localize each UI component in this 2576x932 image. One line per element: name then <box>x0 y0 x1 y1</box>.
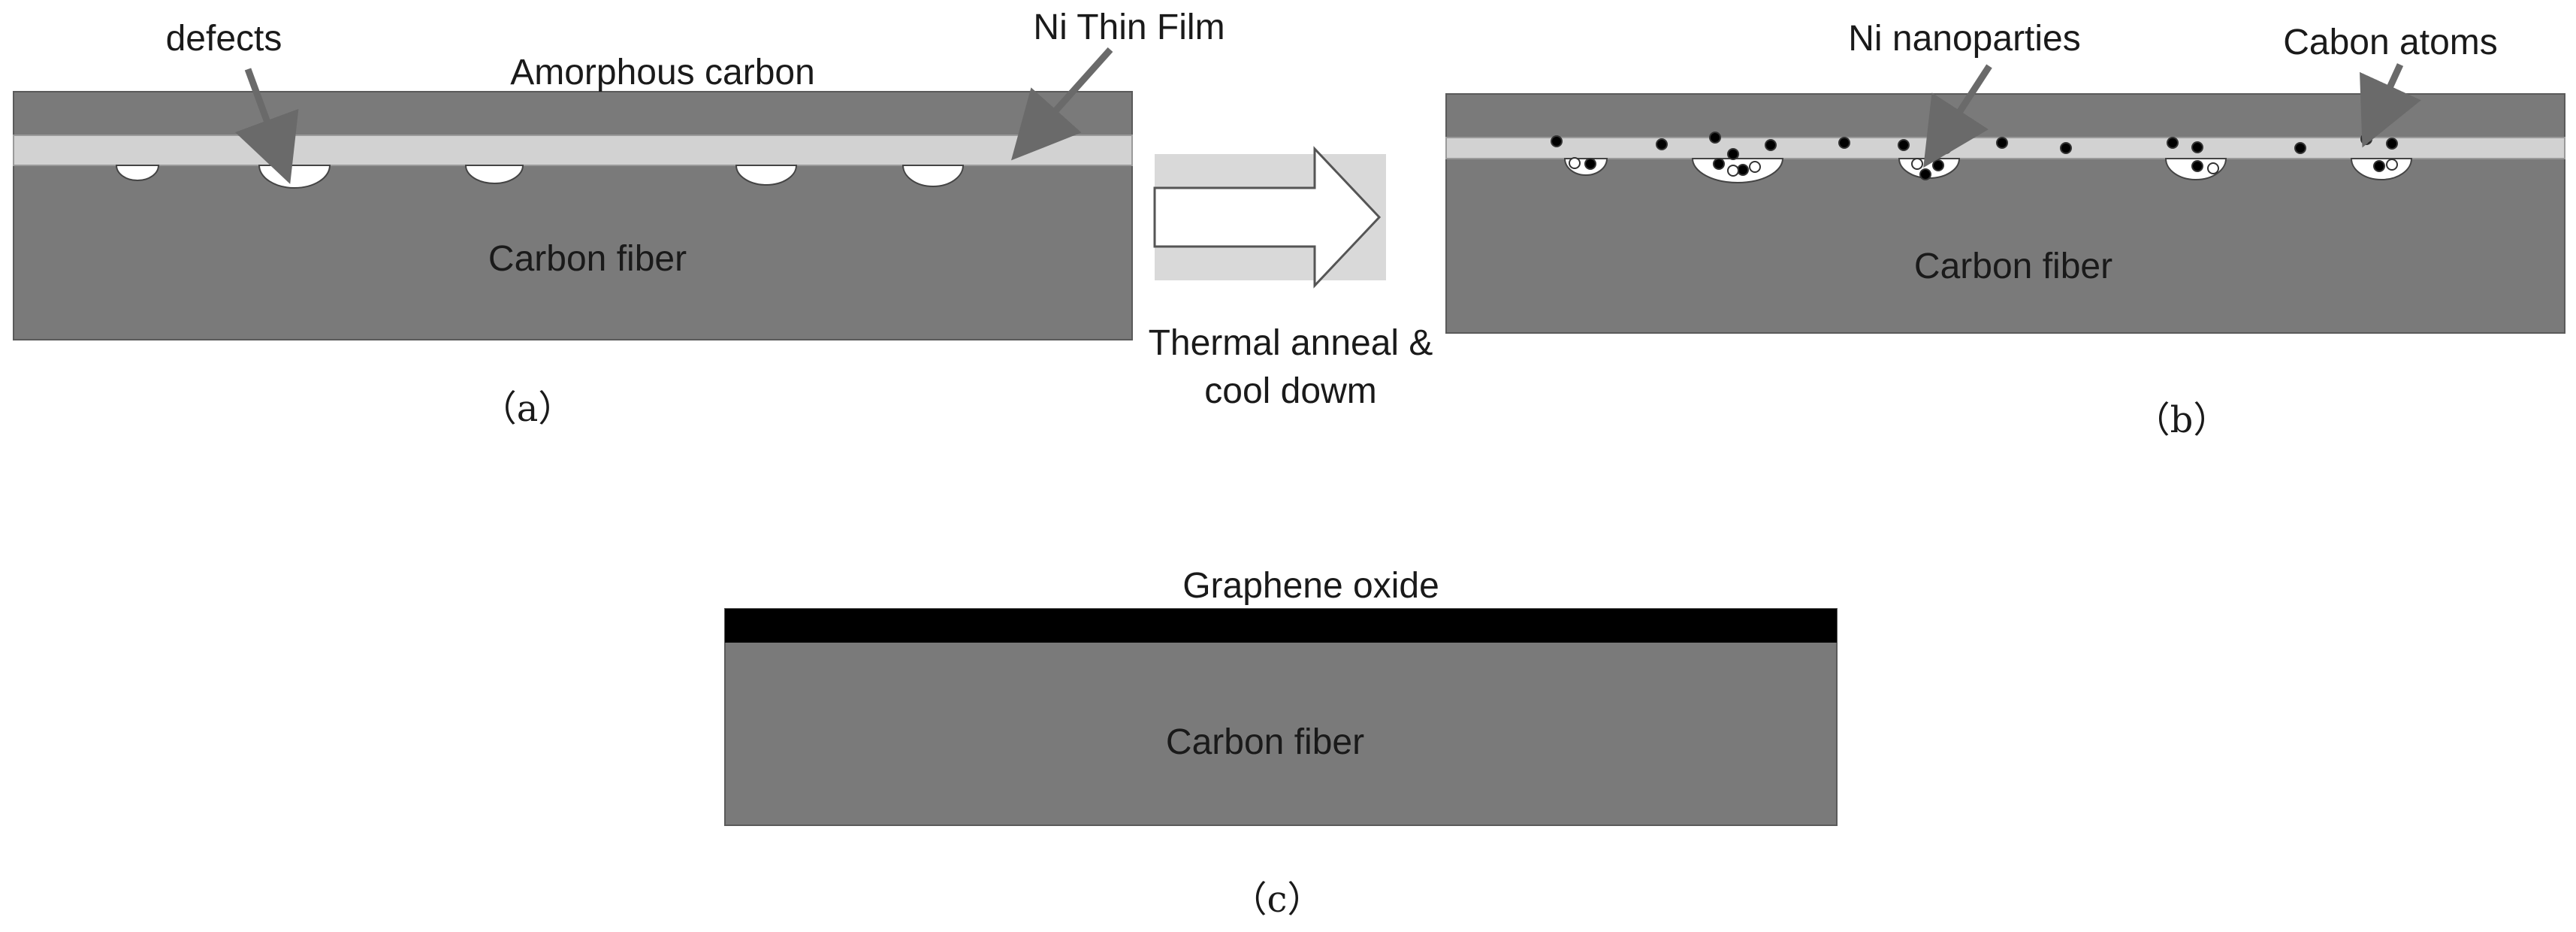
ni-nanoparticles-label: Ni nanoparties <box>1848 19 2081 59</box>
carbon-atom <box>1709 132 1721 144</box>
carbon-atom <box>1996 137 2008 149</box>
defect-pit <box>464 165 524 184</box>
defect-pit <box>735 165 798 186</box>
carbon-atom <box>1737 164 1749 176</box>
carbon-fiber-a <box>13 91 1133 340</box>
caption-c: （c） <box>1231 879 1324 921</box>
dissolved-atom <box>1911 158 1923 170</box>
carbon-atom <box>1584 158 1596 170</box>
ni-thin-film-label: Ni Thin Film <box>1033 8 1225 47</box>
panel-b: Ni nanoparties Cabon atoms Carbon fiber … <box>1445 19 2565 441</box>
carbon-atom <box>2386 138 2398 150</box>
carbon-atom <box>1727 148 1739 160</box>
defect-pit <box>901 165 965 187</box>
carbon-atoms-label: Cabon atoms <box>2283 23 2498 62</box>
defects-pointer <box>234 68 299 184</box>
carbon-atom <box>2191 141 2203 153</box>
caption-a: （a） <box>481 388 575 430</box>
carbon-fiber-label-c: Carbon fiber <box>1166 722 1364 762</box>
panel-c: Graphene oxide Carbon fiber （c） <box>724 566 1838 921</box>
process-label-line1: Thermal anneal & <box>1149 323 1433 363</box>
carbon-atom <box>2373 160 2385 172</box>
dissolved-atom <box>1727 165 1739 177</box>
process-label-line2: cool dowm <box>1204 371 1376 411</box>
carbon-fiber-label-b: Carbon fiber <box>1914 247 2112 286</box>
dissolved-atoms <box>1569 157 2398 177</box>
ni-thin-film-a <box>13 135 1133 166</box>
dissolved-atom <box>1749 161 1761 173</box>
graphene-oxide-label: Graphene oxide <box>1182 566 1439 606</box>
carbon-atom <box>2167 137 2179 149</box>
carbon-atom <box>1713 158 1725 170</box>
dissolved-atom <box>1569 157 1581 169</box>
dissolved-atom <box>2386 159 2398 171</box>
carbon-atom <box>2191 160 2203 172</box>
carbon-atom <box>1656 138 1668 150</box>
carbon-atom <box>1919 168 1931 180</box>
carbon-atom <box>1551 135 1563 147</box>
carbon-fiber-c <box>724 608 1838 826</box>
dissolved-atom <box>2207 162 2219 174</box>
ni-film-pointer <box>1010 47 1113 161</box>
graphene-oxide-layer <box>725 609 1837 643</box>
carbon-atom <box>1898 139 1910 151</box>
carbon-atom <box>1932 159 1944 171</box>
carbon-atom <box>1838 137 1850 149</box>
panel-a: defects Amorphous carbon Ni Thin Film Ca… <box>13 8 1225 430</box>
process-step: Thermal anneal & cool dowm <box>1149 146 1433 411</box>
carbon-fiber-b <box>1445 93 2565 334</box>
carbon-atom <box>1765 139 1777 151</box>
carbon-atoms-pointer <box>2360 63 2421 148</box>
nanoparticle-pointer <box>1923 64 1992 168</box>
defects-label: defects <box>166 19 282 59</box>
carbon-fiber-label-a: Carbon fiber <box>488 239 687 279</box>
amorphous-carbon-label: Amorphous carbon <box>510 53 815 92</box>
carbon-atom <box>2060 142 2072 154</box>
defect-pit <box>115 165 160 181</box>
process-arrow-icon <box>1153 146 1382 289</box>
caption-b: （b） <box>2134 399 2230 441</box>
carbon-atom <box>2294 142 2306 154</box>
